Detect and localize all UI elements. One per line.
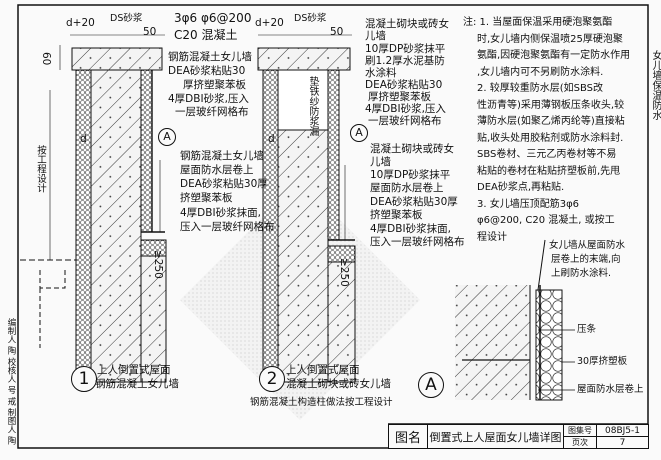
label: 儿墙	[370, 156, 391, 168]
note-line: 性沥青等)采用薄钢板压条收头,较	[477, 99, 625, 111]
label: 儿墙	[365, 30, 386, 42]
dim-60: 60	[40, 52, 52, 66]
pressure-strip-label: 压条	[577, 324, 597, 335]
label: DEA砂浆粘贴30厚	[180, 178, 268, 190]
note-line: 粘贴的卷材在粘贴挤塑板前,先甩	[477, 165, 621, 177]
dim-50-1: 50	[143, 26, 157, 38]
dim-ds-mortar-1: DS砂浆	[110, 13, 143, 24]
dim-ge250-2: ≥250	[338, 258, 350, 287]
label: 4厚DBI砂浆,压入	[168, 93, 249, 105]
page-number: 7	[596, 436, 649, 449]
label: 4厚DBI砂浆抹面,	[180, 207, 261, 219]
gauze-label: 垫铁纱防浆漏	[307, 76, 318, 136]
note-line: DEA砂浆点,再粘贴.	[477, 182, 565, 193]
label: DEA砂浆粘贴30厚	[370, 196, 458, 208]
label: DEA砂浆粘贴30	[365, 79, 443, 91]
label: 水涂料	[365, 67, 397, 79]
label: 一层玻纤网格布	[175, 106, 249, 118]
note-line: 3. 女儿墙压顶配筋3φ6	[477, 198, 580, 210]
label: 4厚DBI砂浆,压入	[365, 103, 446, 115]
dim-ds-mortar-2: DS砂浆	[294, 13, 327, 24]
note-line: SBS卷材、三元乙丙卷材等不易	[477, 149, 617, 160]
drawing-title: 倒置式上人屋面女儿墙详图	[427, 424, 564, 449]
concrete-grade: C20 混凝土	[174, 28, 238, 42]
membrane-label: 屋面防水层卷上	[577, 384, 644, 395]
label: 4厚DBI砂浆抹面,	[370, 223, 451, 235]
detail-2-marker: 2	[259, 366, 285, 392]
label: 厚挤塑聚苯板	[183, 79, 246, 91]
label: 压入一层玻纤网格布	[370, 236, 465, 248]
title-name-label: 图名	[388, 424, 428, 449]
dim-ge250-1: ≥250	[152, 250, 164, 279]
label: 屋面防水层卷上	[180, 164, 254, 176]
notes: 注: 1. 当屋面保温采用硬泡聚氨酯 时,女儿墙内侧保温喷25厚硬泡聚 氨酯,因…	[463, 15, 648, 246]
label: 钢筋混凝土女儿墙	[168, 51, 252, 63]
detail-a	[455, 239, 575, 401]
note-line: 贴,收头处用胶粘剂或防水涂料封.	[477, 132, 624, 144]
label: 10厚DP砂浆抹平	[365, 43, 446, 55]
detail-a-note: 女儿墙从屋面防水	[549, 240, 626, 251]
note-line: 薄防水层(如聚乙烯丙纶等)直接粘	[477, 116, 625, 127]
detail-2	[257, 34, 356, 383]
note-line: ,女儿墙内可不另刷防水涂料.	[477, 66, 604, 78]
column-note: 钢筋混凝土构造柱做法按工程设计	[250, 397, 393, 408]
signoff-column: 编制人 陶 校核人 号 戒 制图人 陶	[6, 318, 16, 445]
caption-2-line-1: 上人倒置式屋面	[286, 364, 360, 376]
detail-a-note: 层卷上的末端,向	[551, 254, 621, 265]
dim-d20-2: d+20	[255, 17, 284, 29]
label: DEA砂浆粘贴30	[168, 65, 246, 77]
label: 压入一层玻纤网格布	[180, 221, 275, 233]
label: 10厚DP砂浆抹平	[370, 169, 451, 181]
detail-a-ref-2: A	[350, 124, 368, 142]
dim-d20-1: d+20	[66, 17, 95, 29]
note-line: 程设计	[477, 231, 507, 243]
page-label: 页次	[563, 436, 597, 449]
caption-1-line-2: 钢筋混凝土女儿墙	[95, 378, 179, 390]
note-line: 时,女儿墙内侧保温喷25厚硬泡聚	[477, 33, 623, 45]
label: 屋面防水层卷上	[370, 182, 444, 194]
caption-2-line-2: 混凝土砌块或砖女儿墙	[286, 378, 391, 390]
note-line: 氨酯,因硬泡聚氨酯有一定防水作用	[477, 50, 631, 61]
detail-1-marker: 1	[71, 366, 97, 392]
detail-a-ref-1: A	[158, 128, 176, 146]
dim-d-2: d	[268, 133, 275, 145]
side-title: 女儿墙保温防水	[650, 50, 661, 120]
label: 厚挤塑聚苯板	[368, 91, 431, 103]
label: 混凝土砌块或砖女	[370, 143, 454, 155]
note-line: 注: 1. 当屋面保温采用硬泡聚氨酯	[463, 17, 613, 28]
detail-a-note: 上刷防水涂料.	[551, 268, 612, 279]
label: 刷1.2厚水泥基防	[365, 55, 445, 67]
dim-50-2: 50	[330, 26, 344, 38]
xps-board-label: 30厚挤塑板	[577, 356, 628, 367]
label: 混凝土砌块或砖女	[365, 18, 449, 30]
caption-1-line-1: 上人倒置式屋面	[97, 364, 171, 376]
detail-a-marker: A	[418, 372, 444, 398]
note-line: 2. 较厚较重防水层(如SBS改	[477, 83, 604, 94]
detail-1	[20, 34, 167, 383]
dim-by-design: 按工程设计	[35, 145, 46, 193]
label: 挤塑聚苯板	[370, 209, 423, 221]
label: 一层玻纤网格布	[368, 115, 442, 127]
label: 钢筋混凝土女儿墙	[180, 150, 264, 162]
label: 挤塑聚苯板	[180, 192, 233, 204]
dim-d-1: d	[80, 133, 87, 145]
rebar-spec: 3φ6 φ6@200	[174, 11, 252, 25]
note-line: φ6@200, C20 混凝土, 或按工	[477, 215, 615, 226]
